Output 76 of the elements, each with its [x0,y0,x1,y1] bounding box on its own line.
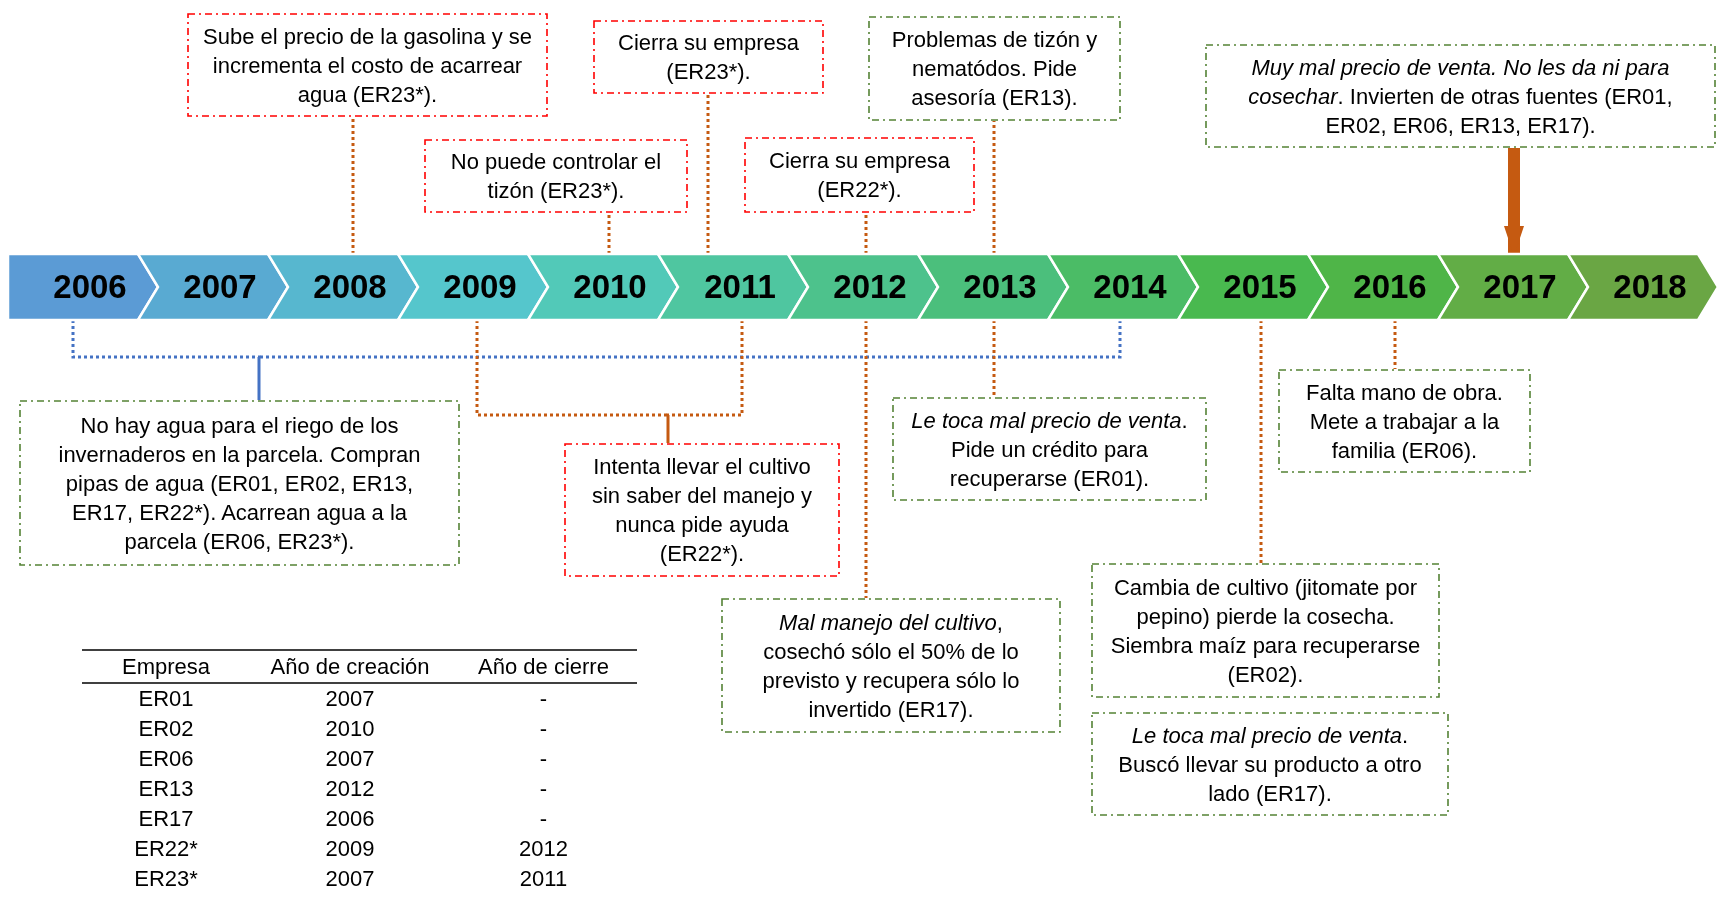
connector-line [992,320,996,397]
year-label: 2006 [52,268,127,306]
connector-line [864,320,868,598]
event-text: Cierra su empresa (ER23*). [617,29,800,86]
connector-line [1393,320,1397,369]
callout-box [1278,369,1531,473]
table-cell-text: 2010 [324,716,376,742]
year-label: 2009 [442,268,517,306]
timeline-segment [8,254,158,320]
connector-line [864,213,868,254]
table-cell-text: ER06 [137,746,195,772]
callout-box [424,139,688,213]
callout-box [1091,563,1440,698]
table-cell-text: - [538,806,549,832]
year-label: 2018 [1612,268,1687,306]
callout-box [1205,44,1716,148]
event-text: Falta mano de obra. Mete a trabajar a la familia (ER06). [1305,378,1504,465]
table-cell-text: 2011 [518,866,569,892]
event-text: Cierra su empresa (ER22*). [768,147,951,204]
table-header: Año de cierre [477,654,610,680]
table-header: Empresa [120,654,211,680]
year-label: 2008 [312,268,387,306]
table-cell-text: - [538,776,549,802]
event-text: Muy mal precio de venta. No les da ni para cosechar. Invierten de otras fuentes (ER01, ER02, ER06, ER13, ER17). [1247,53,1674,140]
table-cell-text: - [538,746,549,772]
table-cell-text: - [538,716,549,742]
callout-box [187,13,548,117]
timeline-segment [1568,254,1718,320]
event-text: Problemas de tizón y nematódos. Pide asesoría (ER13). [890,26,1099,112]
callout-box [564,443,840,577]
table-cell-text: ER17 [137,806,195,832]
connector-line [1259,320,1263,563]
connector-line [706,94,710,254]
event-text: Le toca mal precio de venta. Buscó llevar su producto a otro lado (ER17). [1117,721,1423,808]
table-header: Año de creación [269,654,431,680]
table-cell-text: ER23* [133,866,199,892]
event-text: Cambia de cultivo (jitomate por pepino) pierde la cosecha. Siembra maíz para recuperarse (ER02). [1109,573,1422,689]
event-text: Intenta llevar el cultivo sin saber del manejo y nunca pide ayuda (ER22*). [590,453,814,568]
callout-box [19,400,460,566]
table-cell-text: 2007 [324,746,376,772]
callout-box [892,397,1207,501]
connector-line [607,213,611,254]
table-cell-text: - [538,686,549,712]
year-label: 2007 [182,268,257,306]
table-cell-text: ER01 [137,686,195,712]
callout-box [1091,712,1449,816]
year-label: 2013 [962,268,1037,306]
table-cell-text: 2007 [324,686,376,712]
year-label: 2010 [572,268,647,306]
table-cell-text: ER22* [133,836,199,862]
connector-line [351,117,355,254]
connector-line [666,320,744,443]
callout-box [744,137,975,213]
event-text: No puede controlar el tizón (ER23*). [449,148,663,205]
year-label: 2014 [1092,268,1167,306]
year-label: 2011 [703,268,776,306]
event-text: Le toca mal precio de venta. Pide un crédito para recuperarse (ER01). [910,406,1189,493]
table-cell-text: ER13 [137,776,195,802]
event-text: Sube el precio de la gasolina y se incrementa el costo de acarrear agua (ER23*). [203,22,532,109]
table-cell-text: 2007 [324,866,376,892]
table-cell-text: 2012 [518,836,569,862]
callout-box [721,598,1061,733]
year-label: 2016 [1352,268,1427,306]
table-cell-text: ER02 [137,716,195,742]
table-cell-text: 2009 [324,836,376,862]
table-cell-text: 2006 [324,806,376,832]
connector-line [475,320,670,443]
event-text: No hay agua para el riego de los invernaderos en la parcela. Compran pipas de agua (ER01, ER02, ER13, ER17, ER22*). Acarrean agua a la parcela (ER06, ER23*). [57,411,422,556]
callout-box [593,20,824,94]
callout-box [868,16,1121,121]
event-text: Mal manejo del cultivo, cosechó sólo el 50% de lo previsto y recupera sólo lo invertido (ER17). [761,608,1021,724]
table-cell-text: 2012 [324,776,376,802]
year-label: 2012 [832,268,907,306]
year-label: 2017 [1482,268,1557,306]
year-label: 2015 [1222,268,1297,306]
connector-line [71,320,261,400]
